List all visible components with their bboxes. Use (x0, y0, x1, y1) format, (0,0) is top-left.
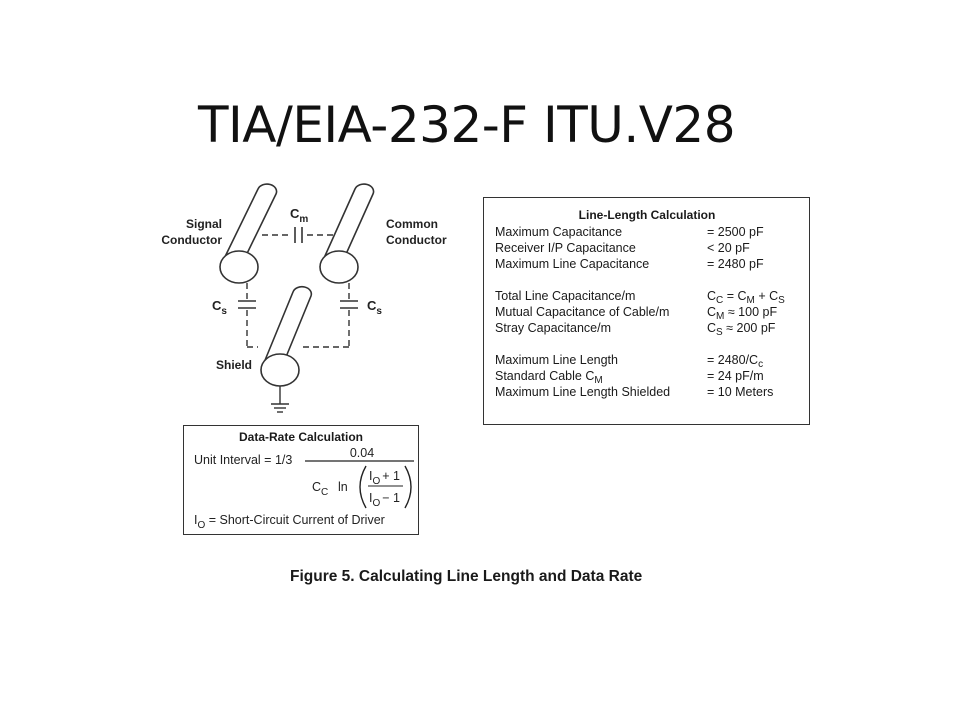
data-rate-formula: Unit Interval = 1/3 0.04 CC ln IO+ 1 IO−… (194, 446, 414, 531)
max-length-shielded-label: Maximum Line Length Shielded (495, 385, 671, 399)
max-line-length-row: Maximum Line Length = 2480/Cc (495, 352, 799, 370)
io-plus-one: IO+ 1 (369, 469, 400, 487)
shield-label: Shield (216, 358, 252, 372)
ln-symbol: ln (338, 480, 348, 494)
mutual-capacitance-row: Mutual Capacitance of Cable/m CM ≈ 100 p… (495, 304, 799, 322)
figure-caption: Figure 5. Calculating Line Length and Da… (290, 568, 643, 585)
unit-interval-text: Unit Interval = 1/3 (194, 453, 292, 467)
line-length-title: Line-Length Calculation (578, 208, 716, 222)
max-capacitance-value: = 2500 pF (707, 225, 764, 239)
left-paren (359, 465, 367, 509)
signal-conductor-end (219, 250, 259, 284)
max-line-capacitance-label: Maximum Line Capacitance (495, 257, 650, 271)
common-conductor-end (319, 250, 359, 284)
line-length-calculation-box: Line-Length Calculation Maximum Capacita… (483, 197, 810, 425)
io-minus-one: IO− 1 (369, 491, 400, 509)
signal-conductor-cylinder (219, 183, 278, 273)
standard-cable-label: Standard Cable CM (495, 369, 603, 386)
right-paren (404, 465, 412, 509)
mutual-capacitance-label: Mutual Capacitance of Cable/m (495, 305, 670, 319)
common-conductor-cylinder (319, 183, 375, 273)
cs-right-label: Cs (367, 298, 382, 317)
common-conductor-label-line2: Conductor (386, 233, 447, 247)
receiver-capacitance-row: Receiver I/P Capacitance < 20 pF (495, 240, 799, 256)
shield-end (260, 353, 300, 387)
stray-capacitance-value: CS ≈ 200 pF (707, 321, 776, 338)
max-line-capacitance-value: = 2480 pF (707, 257, 764, 271)
max-line-length-value: = 2480/Cc (707, 353, 764, 370)
max-line-capacitance-row: Maximum Line Capacitance = 2480 pF (495, 256, 799, 272)
ground-symbol (271, 386, 289, 413)
shield-cylinder (260, 285, 313, 375)
max-length-shielded-row: Maximum Line Length Shielded = 10 Meters (495, 384, 799, 400)
max-capacitance-row: Maximum Capacitance = 2500 pF (495, 224, 799, 240)
cs-left-capacitor (238, 300, 256, 309)
max-length-shielded-value: = 10 Meters (707, 385, 774, 399)
cs-left-label: Cs (212, 298, 227, 317)
total-line-capacitance-label: Total Line Capacitance/m (495, 289, 636, 303)
numerator-value: 0.04 (350, 446, 374, 460)
stray-capacitance-label: Stray Capacitance/m (495, 321, 612, 335)
data-rate-calculation-box: Data-Rate Calculation Unit Interval = 1/… (183, 425, 419, 535)
total-line-capacitance-row: Total Line Capacitance/m CC = CM + CS (495, 288, 799, 306)
cc-symbol: CC (312, 480, 328, 498)
data-rate-title: Data-Rate Calculation (238, 430, 364, 444)
total-line-capacitance-formula: CC = CM + CS (707, 289, 785, 306)
slide-title: TIA/EIA-232-F ITU.V28 (198, 96, 736, 154)
io-footnote: IO = Short-Circuit Current of Driver (194, 513, 385, 531)
standard-cable-row: Standard Cable CM = 24 pF/m (495, 368, 799, 386)
signal-conductor-label-line1: Signal (186, 217, 222, 231)
cm-label: Cm (290, 206, 308, 225)
receiver-capacitance-value: < 20 pF (707, 241, 750, 255)
max-capacitance-label: Maximum Capacitance (495, 225, 623, 239)
cm-capacitor (294, 227, 303, 243)
common-conductor-label-line1: Common (386, 217, 438, 231)
standard-cable-value: = 24 pF/m (707, 369, 764, 383)
mutual-capacitance-value: CM ≈ 100 pF (707, 305, 778, 322)
cs-right-capacitor (340, 300, 358, 309)
receiver-capacitance-label: Receiver I/P Capacitance (495, 241, 636, 255)
max-line-length-label: Maximum Line Length (495, 353, 618, 367)
cable-capacitance-diagram: Signal Conductor Common Conductor Shield… (161, 183, 447, 413)
signal-conductor-label-line2: Conductor (161, 233, 222, 247)
stray-capacitance-row: Stray Capacitance/m CS ≈ 200 pF (495, 320, 799, 338)
